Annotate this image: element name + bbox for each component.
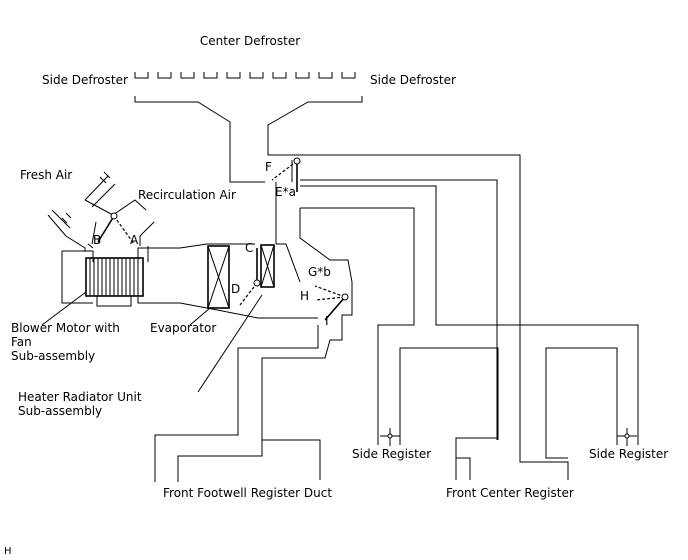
front-center-register-label: Front Center Register bbox=[446, 486, 574, 500]
damper-fresh-recirc bbox=[97, 212, 135, 245]
air-inlets bbox=[47, 171, 155, 251]
front-center-register-duct bbox=[455, 438, 568, 480]
side-register-ducts bbox=[300, 179, 639, 480]
damper-label-g: G*b bbox=[308, 265, 331, 279]
heater-unit-label-line1: Heater Radiator Unit bbox=[18, 390, 142, 404]
footwell-register-duct bbox=[154, 325, 319, 482]
damper-label-a: A bbox=[130, 233, 139, 247]
heater-unit-label-line2: Sub-assembly bbox=[18, 404, 102, 418]
side-register-dials bbox=[380, 428, 637, 446]
blower-label-line3: Sub-assembly bbox=[11, 349, 95, 363]
label-leader-lines bbox=[41, 291, 263, 393]
damper-air-mix bbox=[239, 248, 261, 306]
damper-defroster bbox=[271, 157, 301, 192]
damper-label-d: D bbox=[231, 282, 240, 296]
side-defroster-right-label: Side Defroster bbox=[370, 73, 456, 87]
blower-fan-motor bbox=[85, 257, 144, 307]
blower-label-line2: Fan bbox=[11, 335, 32, 349]
side-register-right-label: Side Register bbox=[589, 447, 668, 461]
damper-label-c: C bbox=[245, 241, 253, 255]
defroster-duct bbox=[134, 96, 521, 440]
defroster-outlet-vents bbox=[134, 72, 356, 79]
heater-unit-casing bbox=[261, 182, 353, 480]
damper-label-e: E*a bbox=[275, 185, 296, 199]
evaporator-core bbox=[207, 245, 230, 309]
blower-housing bbox=[61, 243, 318, 319]
damper-mode bbox=[314, 285, 349, 321]
damper-label-h: H bbox=[300, 289, 309, 303]
corner-mark: H bbox=[4, 546, 12, 557]
fresh-air-label: Fresh Air bbox=[20, 168, 72, 182]
blower-label-line1: Blower Motor with bbox=[11, 321, 120, 335]
damper-label-f: F bbox=[265, 160, 272, 174]
damper-label-b: B bbox=[93, 233, 101, 247]
front-footwell-label: Front Footwell Register Duct bbox=[163, 486, 332, 500]
side-defroster-left-label: Side Defroster bbox=[42, 73, 128, 87]
damper-label-i: I bbox=[325, 314, 329, 328]
side-register-left-label: Side Register bbox=[352, 447, 431, 461]
evaporator-label: Evaporator bbox=[150, 321, 216, 335]
recirculation-air-label: Recirculation Air bbox=[138, 188, 236, 202]
center-defroster-label: Center Defroster bbox=[200, 34, 300, 48]
heater-core bbox=[260, 244, 275, 288]
